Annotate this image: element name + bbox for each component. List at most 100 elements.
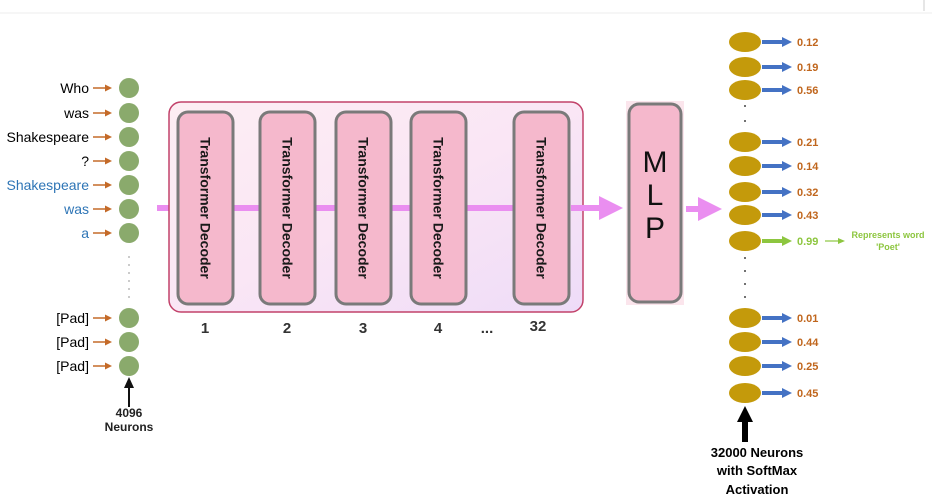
output-neuron xyxy=(729,57,761,77)
input-token: [Pad] xyxy=(56,334,89,350)
probability-arrow-head xyxy=(782,337,792,347)
transformer-decoder-block xyxy=(334,110,393,306)
input-layer: WhowasShakespeare?Shakespearewasa[Pad][P… xyxy=(6,78,139,376)
input-to-decoder-flow xyxy=(157,205,171,211)
output-ellipsis-top xyxy=(744,105,746,122)
decoder-number: 3 xyxy=(359,320,367,337)
token-arrow-head xyxy=(105,205,112,213)
highlight-annotation-line2: 'Poet' xyxy=(876,242,900,252)
output-probability: 0.19 xyxy=(797,62,818,74)
probability-arrow-head xyxy=(782,62,792,72)
input-neuron xyxy=(119,223,139,243)
input-neuron xyxy=(119,199,139,219)
input-neurons-label-line1: 4096 xyxy=(116,406,143,420)
transformer-decoder-block xyxy=(258,110,317,306)
output-probability: 0.14 xyxy=(797,161,819,173)
input-neurons-arrow xyxy=(124,377,134,407)
output-probability: 0.25 xyxy=(797,361,818,373)
mlp-to-output-arrow xyxy=(686,197,722,221)
transformer-decoder-label: Transformer Decoder xyxy=(198,137,214,279)
mlp-letter-p: P xyxy=(645,212,665,245)
output-ellipsis-middle xyxy=(744,257,746,298)
input-token: ? xyxy=(81,153,89,169)
decoder-connector xyxy=(390,205,412,211)
transformer-decoder-block xyxy=(176,110,235,306)
mlp-letter-l: L xyxy=(647,179,664,212)
output-neuron xyxy=(729,132,761,152)
input-neuron xyxy=(119,78,139,98)
output-neuron xyxy=(729,205,761,225)
input-token: [Pad] xyxy=(56,358,89,374)
probability-arrow xyxy=(762,40,783,44)
input-neuron xyxy=(119,103,139,123)
output-probability: 0.45 xyxy=(797,388,818,400)
output-probability: 0.44 xyxy=(797,337,819,349)
mlp-letter-m: M xyxy=(643,146,668,179)
probability-arrow xyxy=(762,364,783,368)
output-neuron xyxy=(729,32,761,52)
output-caption-line1: 32000 Neurons xyxy=(711,445,804,460)
probability-arrow xyxy=(762,213,783,217)
input-token: Shakespeare xyxy=(6,177,89,193)
output-neuron xyxy=(729,383,761,403)
output-neuron xyxy=(729,182,761,202)
token-arrow-head xyxy=(105,181,112,189)
output-neurons-arrow xyxy=(737,406,753,442)
input-neuron xyxy=(119,127,139,147)
decoder-number: 32 xyxy=(530,318,547,335)
decoder-number: 2 xyxy=(283,320,291,337)
highlight-annotation-line1: Represents word xyxy=(851,230,924,240)
transformer-decoder-label: Transformer Decoder xyxy=(431,137,447,279)
decoder-connector xyxy=(465,205,515,211)
probability-arrow-head xyxy=(782,37,792,47)
token-arrow-head xyxy=(105,133,112,141)
decoder-connector xyxy=(314,205,337,211)
probability-arrow xyxy=(762,340,783,344)
output-neuron xyxy=(729,308,761,328)
output-neuron xyxy=(729,332,761,352)
output-neuron xyxy=(729,80,761,100)
transformer-decoder-label: Transformer Decoder xyxy=(280,137,296,279)
output-caption-line3: Activation xyxy=(726,482,789,497)
transformer-decoder-label: Transformer Decoder xyxy=(356,137,372,279)
probability-arrow xyxy=(762,190,783,194)
output-neuron xyxy=(729,356,761,376)
input-neuron xyxy=(119,175,139,195)
input-neuron xyxy=(119,308,139,328)
decoder-connector xyxy=(232,205,261,211)
probability-arrow xyxy=(762,316,783,320)
transformer-decoder-block xyxy=(512,110,571,306)
probability-arrow xyxy=(762,239,783,243)
highlighted-probability: 0.99 xyxy=(797,236,818,248)
probability-arrow-head xyxy=(782,313,792,323)
input-neuron xyxy=(119,332,139,352)
highlight-annotation-arrow xyxy=(825,238,845,244)
output-probability: 0.21 xyxy=(797,137,818,149)
output-probability: 0.43 xyxy=(797,210,818,222)
transformer-decoder-label: Transformer Decoder xyxy=(534,137,550,279)
output-probability: 0.56 xyxy=(797,85,818,97)
output-probability: 0.12 xyxy=(797,37,818,49)
probability-arrow xyxy=(762,391,783,395)
output-probability: 0.01 xyxy=(797,313,818,325)
probability-arrow-head xyxy=(782,388,792,398)
probability-arrow-head xyxy=(782,85,792,95)
token-arrow-head xyxy=(105,338,112,346)
transformer-decoder-block xyxy=(409,110,468,306)
input-neurons-label-line2: Neurons xyxy=(105,420,154,434)
probability-arrow-head xyxy=(782,161,792,171)
probability-arrow xyxy=(762,140,783,144)
output-layer: 0.12 0.19 0.56 0.21 0.14 0.32 0.43 0.99 0.01 0.44… xyxy=(729,32,819,403)
output-caption-line2: with SoftMax xyxy=(716,463,798,478)
token-arrow-head xyxy=(105,314,112,322)
input-token: was xyxy=(63,201,89,217)
decoder-number: ... xyxy=(481,320,494,337)
probability-arrow xyxy=(762,65,783,69)
output-probability: 0.32 xyxy=(797,187,818,199)
decoder-stack: Transformer Decoder Transformer Decoder Tr… xyxy=(176,110,571,337)
output-neuron xyxy=(729,156,761,176)
probability-arrow-head xyxy=(782,361,792,371)
input-neuron xyxy=(119,151,139,171)
input-token: Who xyxy=(60,80,89,96)
